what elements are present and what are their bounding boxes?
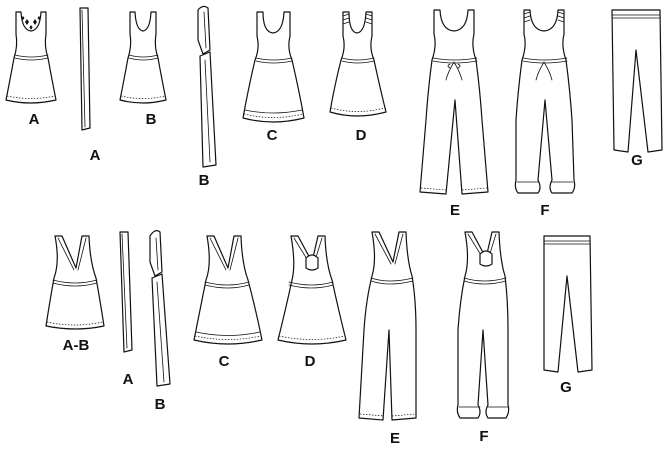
- view-c-front-dress: [242, 11, 305, 123]
- view-a-back-sash: [119, 231, 133, 353]
- label-front-e: E: [450, 202, 460, 219]
- view-e-front-jumpsuit: [419, 9, 489, 195]
- label-back-g: G: [560, 379, 572, 396]
- label-back-d: D: [305, 353, 316, 370]
- label-front-f: F: [540, 202, 549, 219]
- view-d-back-dress: [277, 235, 347, 345]
- view-g-front-leggings: [611, 9, 663, 153]
- view-d-front-dress: [329, 11, 387, 117]
- view-ab-back-tunic: [45, 235, 105, 330]
- label-front-g: G: [631, 152, 643, 169]
- label-front-d: D: [356, 127, 367, 144]
- label-front-b-tie: B: [199, 172, 210, 189]
- label-front-a-tunic: A: [29, 111, 40, 128]
- view-b-front-tunic: [119, 11, 167, 104]
- label-back-a: A: [123, 371, 134, 388]
- view-f-back-jumpsuit: [456, 231, 510, 419]
- label-back-ab: A-B: [63, 337, 90, 354]
- view-b-front-tie: [197, 5, 217, 168]
- label-back-b: B: [155, 396, 166, 413]
- view-a-front-sash: [79, 7, 91, 131]
- view-g-back-leggings: [543, 235, 593, 373]
- view-b-back-tie: [149, 230, 171, 387]
- view-e-back-jumpsuit: [358, 231, 417, 421]
- view-c-back-dress: [193, 235, 263, 345]
- label-back-e: E: [390, 430, 400, 447]
- label-back-f: F: [479, 428, 488, 445]
- view-a-front-tunic: [5, 11, 57, 104]
- label-front-b-tunic: B: [146, 111, 157, 128]
- label-back-c: C: [219, 353, 230, 370]
- label-front-c: C: [267, 127, 278, 144]
- label-front-a-sash: A: [90, 147, 101, 164]
- view-f-front-jumpsuit: [514, 9, 576, 194]
